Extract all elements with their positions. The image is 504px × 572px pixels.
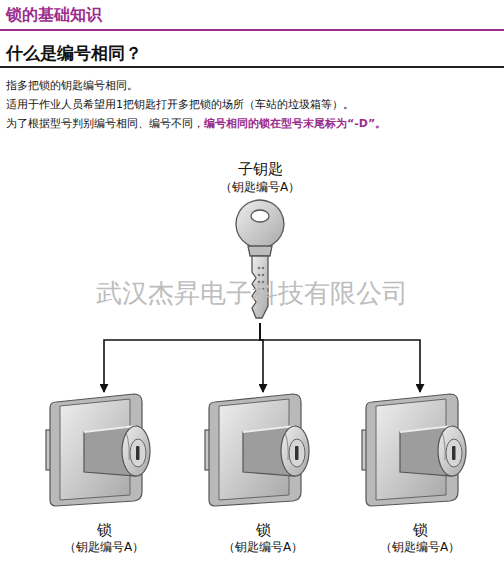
lock-illustration: [205, 394, 309, 506]
key-number: （钥匙编号A）: [380, 540, 460, 556]
heading-rule: [0, 66, 504, 68]
highlight-text: 编号相同的锁在型号末尾标为“-D”。: [204, 116, 386, 131]
section-header: 锁的基础知识: [6, 5, 102, 26]
node-title: 子钥匙: [238, 160, 283, 180]
body-text: 适用于作业人员希望用1把钥匙打开多把锁的场所（车站的垃圾箱等）。: [6, 97, 354, 112]
connector-arrow: [104, 323, 260, 392]
lock-node: 锁（钥匙编号A）: [198, 392, 328, 556]
heading: 什么是编号相同？: [6, 42, 142, 65]
key-number: （钥匙编号A）: [220, 180, 300, 196]
lock-node: 锁（钥匙编号A）: [39, 392, 169, 556]
lock-illustration: [46, 394, 150, 506]
body-text: 为了根据型号判别编号相同、编号不同，: [6, 116, 204, 131]
lock-illustration: [362, 394, 466, 506]
key-node: 子钥匙（钥匙编号A）: [195, 160, 325, 323]
key-number: （钥匙编号A）: [223, 540, 303, 556]
node-title: 锁: [256, 521, 271, 541]
body-text: 指多把锁的钥匙编号相同。: [6, 78, 138, 93]
node-title: 锁: [413, 521, 428, 541]
header-rule: [0, 29, 504, 31]
connector-arrow: [260, 323, 420, 392]
watermark: 武汉杰昇电子科技有限公司: [96, 276, 408, 311]
node-title: 锁: [97, 521, 112, 541]
key-number: （钥匙编号A）: [64, 540, 144, 556]
lock-node: 锁（钥匙编号A）: [355, 392, 485, 556]
